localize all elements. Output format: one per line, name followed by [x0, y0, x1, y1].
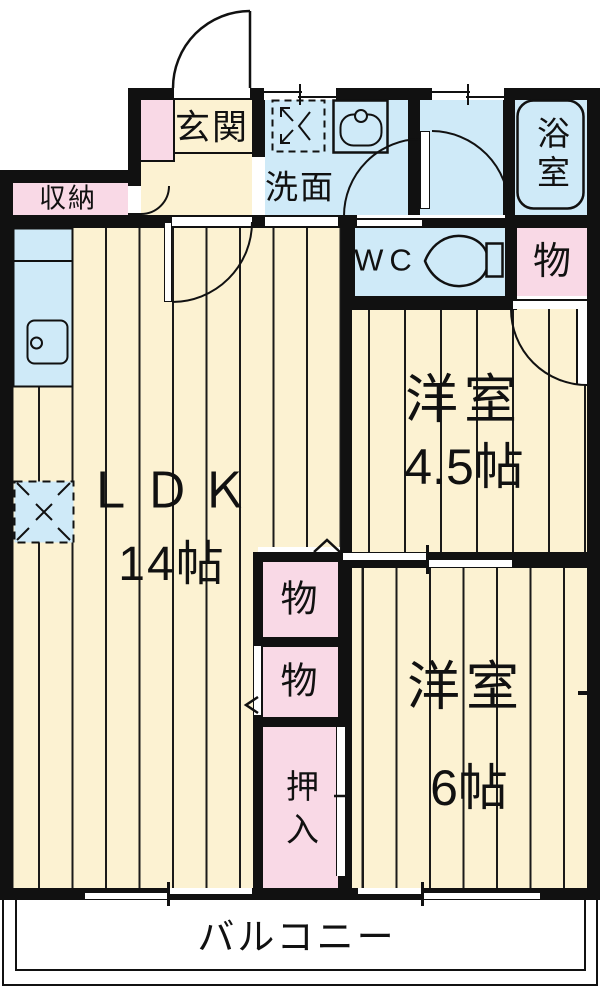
wall-toilet-top [422, 218, 505, 228]
balcony-inner-rail [15, 900, 586, 971]
room-storage-hall [13, 183, 128, 215]
wall-left [0, 170, 13, 900]
label-ldk: ＬＤＫ [85, 464, 257, 519]
wall-right [587, 88, 600, 900]
room-closet-2 [263, 647, 338, 717]
label-closet-1: 物 [280, 578, 318, 620]
oshiire-door-leaf [336, 727, 346, 876]
window-washroom [264, 88, 336, 100]
closet2-door-leaf [253, 645, 262, 716]
wall-toilet-left [341, 228, 355, 296]
wall-toilet-bottom [341, 296, 513, 310]
label-entrance: 玄関 [174, 108, 250, 148]
label-balcony: バルコニー [197, 916, 397, 958]
label-western6: 洋室 [407, 657, 525, 717]
label-bathroom: 浴室 [532, 116, 570, 194]
bath-door-leaf [420, 131, 430, 209]
label-toilet: WC [354, 242, 418, 278]
storage-doorway [128, 186, 141, 213]
label-closet-2: 物 [280, 660, 318, 702]
entrance-doorway [174, 88, 250, 100]
slide-partition-tick [426, 545, 429, 574]
closet-column-top-gap [258, 547, 340, 552]
room-closet-upper-right [517, 228, 587, 296]
wall-center-vertical-lower [341, 568, 352, 888]
balcony-door-ldk-b [170, 888, 252, 894]
balcony-door-ldk-a [85, 893, 170, 899]
room-oshiire [263, 727, 338, 888]
hall-ldk-door-leaf [164, 222, 172, 302]
balcony-door-ldk-tick [167, 882, 170, 906]
shoe-cabinet [141, 100, 175, 162]
wall-closetUR-left [505, 228, 517, 310]
label-storage-hall: 収納 [39, 183, 97, 214]
label-washroom: 洗面 [265, 168, 335, 206]
balcony-door-w6-a [358, 888, 423, 894]
wall-entrance-left [128, 88, 141, 215]
right-wall-tick [578, 691, 588, 695]
entrance-step-line [172, 152, 252, 154]
room-closet-1 [263, 562, 338, 637]
balcony-door-w6-b [423, 893, 540, 899]
wall-washroom-corridor [408, 88, 420, 215]
label-ldk-size: 14帖 [118, 538, 226, 591]
wall-band-left [0, 215, 172, 228]
label-western45: 洋室 [405, 370, 523, 430]
wall-band-stub-mid [338, 215, 357, 228]
closetUR-doorway [513, 299, 587, 309]
bath-corridor [420, 100, 503, 215]
room-western45-floor [352, 308, 587, 552]
wall-hall-washroom [252, 88, 265, 157]
ldk-washroom-doorway [265, 215, 338, 228]
hall-washroom-doorway [252, 157, 265, 215]
window-corridor [432, 88, 504, 100]
label-western6-size: 6帖 [430, 760, 508, 816]
balcony-door-w6-tick [421, 882, 424, 906]
label-closet-upper-right: 物 [532, 241, 572, 283]
label-oshiire: 押入 [281, 769, 319, 855]
slide-partition-b [428, 560, 512, 567]
wall-center-vertical-upper [341, 310, 352, 552]
wall-storage-top [0, 170, 141, 183]
hall-ldk-doorway [172, 215, 252, 228]
western45-door-leaf [576, 309, 587, 385]
toilet-doorway [357, 218, 422, 228]
wall-corridor-bath [503, 88, 515, 215]
entrance-door-swing [171, 9, 252, 89]
label-western45-size: 4.5帖 [404, 439, 524, 495]
room-western6-floor [352, 568, 587, 888]
slide-partition-a [343, 553, 428, 560]
wall-band-stub-hall [252, 215, 265, 228]
wall-closetUR-top [505, 215, 587, 228]
